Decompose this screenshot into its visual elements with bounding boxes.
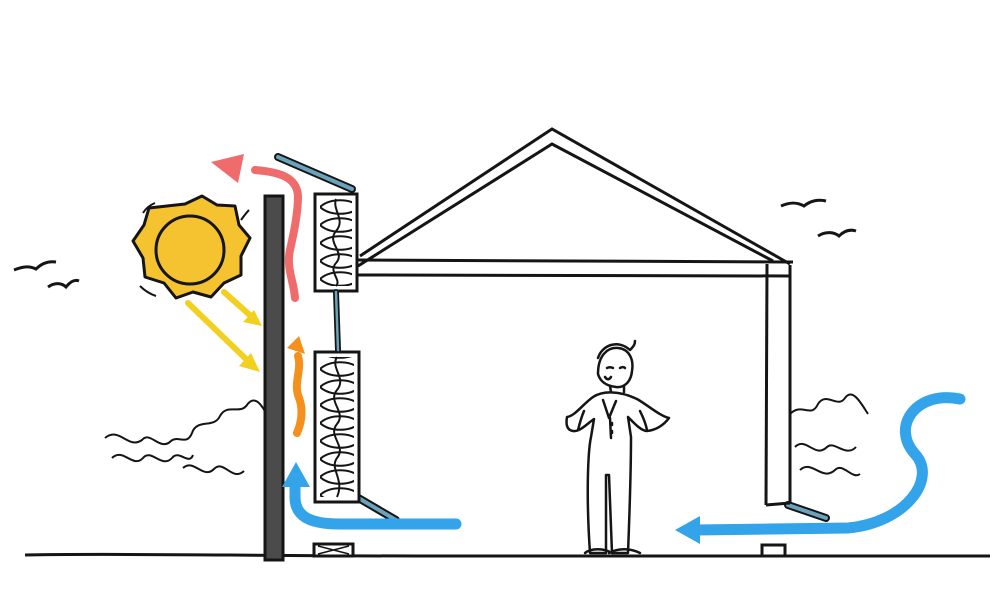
bird-icon — [47, 278, 80, 290]
sun-ray-arrowhead — [239, 353, 260, 372]
ground-line — [24, 552, 991, 558]
cool-air-flow-outer — [689, 392, 966, 536]
bird-icon — [13, 260, 57, 272]
cool-air-arrowhead-up — [282, 462, 310, 487]
sun-ray-arrow — [185, 300, 250, 363]
house-outline — [356, 127, 794, 507]
warm-air-arrowhead — [287, 336, 305, 354]
bush-icon — [789, 393, 869, 477]
warm-air-flow — [292, 352, 306, 437]
thermal-wall — [263, 194, 285, 562]
bird-icon — [780, 198, 827, 208]
vent-icon — [312, 542, 355, 558]
cool-air-flow-inner — [289, 479, 462, 530]
sun-ray-arrow — [221, 289, 255, 320]
bird-icon — [817, 228, 857, 239]
cool-air-arrowhead-left — [675, 516, 700, 544]
hot-air-arrowhead — [211, 154, 244, 183]
hot-air-flow — [251, 166, 303, 302]
floor-block — [760, 543, 787, 558]
insulation-panel-icon — [313, 192, 359, 293]
sun-ray-arrowhead — [243, 310, 262, 326]
sun-icon — [131, 194, 252, 300]
insulation-panel-icon — [313, 350, 361, 504]
person-icon — [565, 339, 671, 555]
bush-icon — [104, 399, 271, 475]
